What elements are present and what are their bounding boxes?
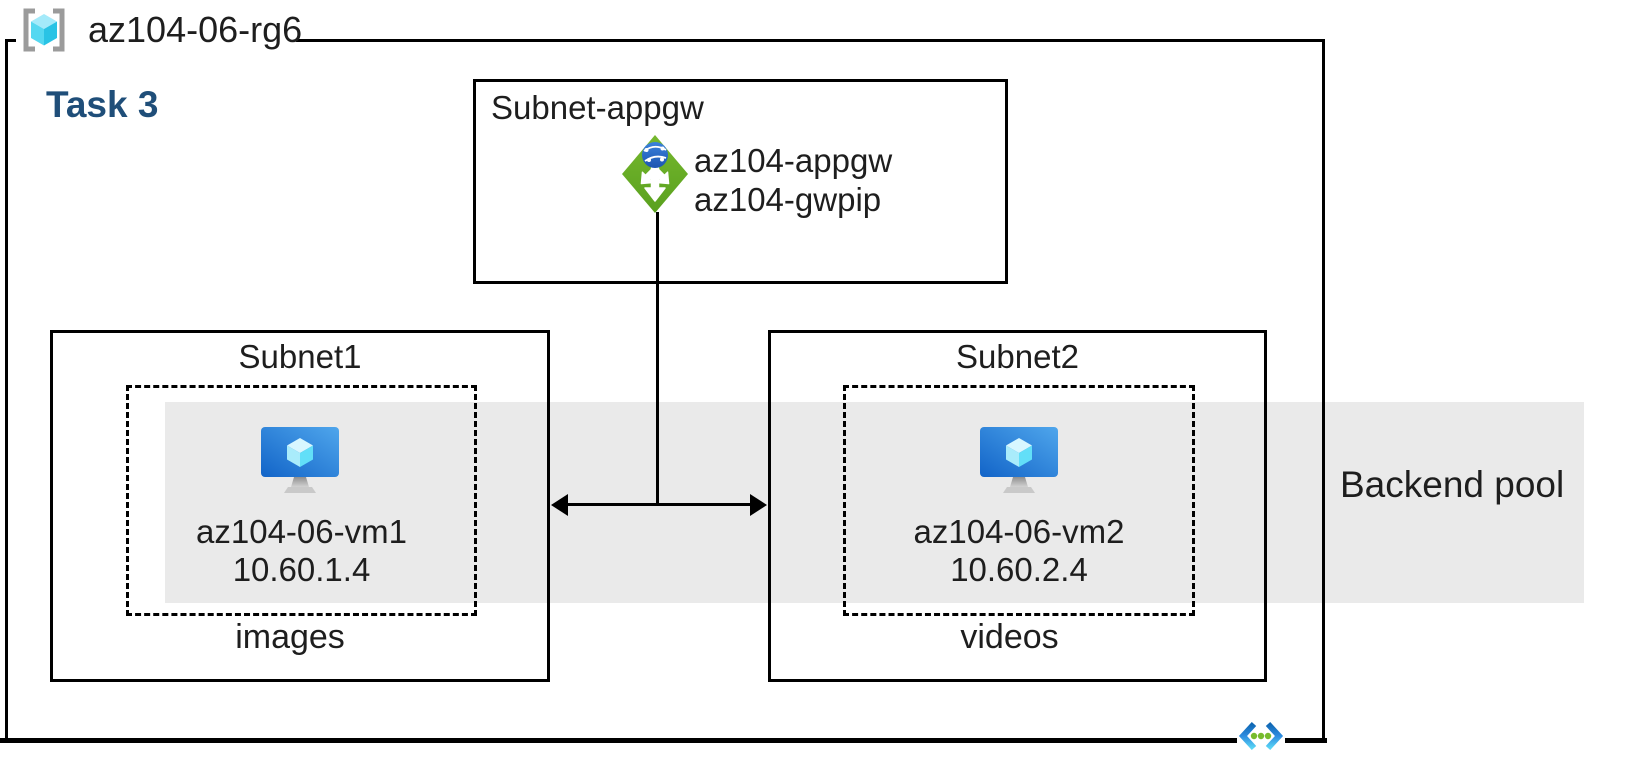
vm2-name: az104-06-vm2 bbox=[913, 513, 1125, 550]
virtual-machine-icon bbox=[261, 427, 339, 493]
resource-group-box bbox=[5, 39, 1325, 742]
virtual-machine-icon bbox=[980, 427, 1058, 493]
subnet-appgw-box: Subnet-appgw bbox=[473, 79, 1008, 284]
arrowhead-right-icon bbox=[750, 494, 767, 516]
subnet2-vm-labels: az104-06-vm2 10.60.2.4 bbox=[843, 513, 1195, 589]
vm1-name: az104-06-vm1 bbox=[196, 513, 407, 550]
resource-group-icon bbox=[23, 8, 65, 52]
subnet1-title: Subnet1 bbox=[238, 338, 362, 375]
subnet1-storage-label: images bbox=[235, 618, 345, 656]
backend-pool-label: Backend pool bbox=[1340, 464, 1565, 505]
subnet1-vm-dashed-box bbox=[126, 385, 477, 616]
resource-group-name: az104-06-rg6 bbox=[88, 9, 303, 50]
subnet-appgw-title: Subnet-appgw bbox=[491, 89, 704, 126]
resource-group-border-gap bbox=[16, 35, 296, 47]
subnet1-box: Subnet1 bbox=[50, 330, 550, 682]
arrowhead-left-icon bbox=[551, 494, 568, 516]
application-gateway-icon bbox=[622, 135, 688, 213]
subnet2-vm-dashed-box bbox=[843, 385, 1195, 616]
resource-group-bottom-border bbox=[0, 738, 1327, 743]
appgw-connector-line bbox=[656, 212, 659, 506]
resource-group-header: az104-06-rg6 bbox=[20, 8, 302, 52]
subnet1-vm-labels: az104-06-vm1 10.60.1.4 bbox=[126, 513, 477, 589]
appgw-name: az104-appgw bbox=[694, 142, 893, 179]
subnet2-box: Subnet2 bbox=[768, 330, 1267, 682]
virtual-network-icon bbox=[1237, 721, 1285, 751]
vm1-ip: 10.60.1.4 bbox=[232, 551, 371, 588]
task-label: Task 3 bbox=[46, 84, 159, 125]
vm2-ip: 10.60.2.4 bbox=[950, 551, 1088, 588]
subnet-connector-line bbox=[560, 503, 758, 506]
backend-pool-band bbox=[165, 402, 1584, 603]
subnet2-title: Subnet2 bbox=[956, 338, 1079, 375]
appgw-labels: az104-appgw az104-gwpip bbox=[694, 141, 892, 219]
subnet2-storage-label: videos bbox=[960, 618, 1059, 656]
appgw-public-ip-name: az104-gwpip bbox=[694, 181, 882, 218]
